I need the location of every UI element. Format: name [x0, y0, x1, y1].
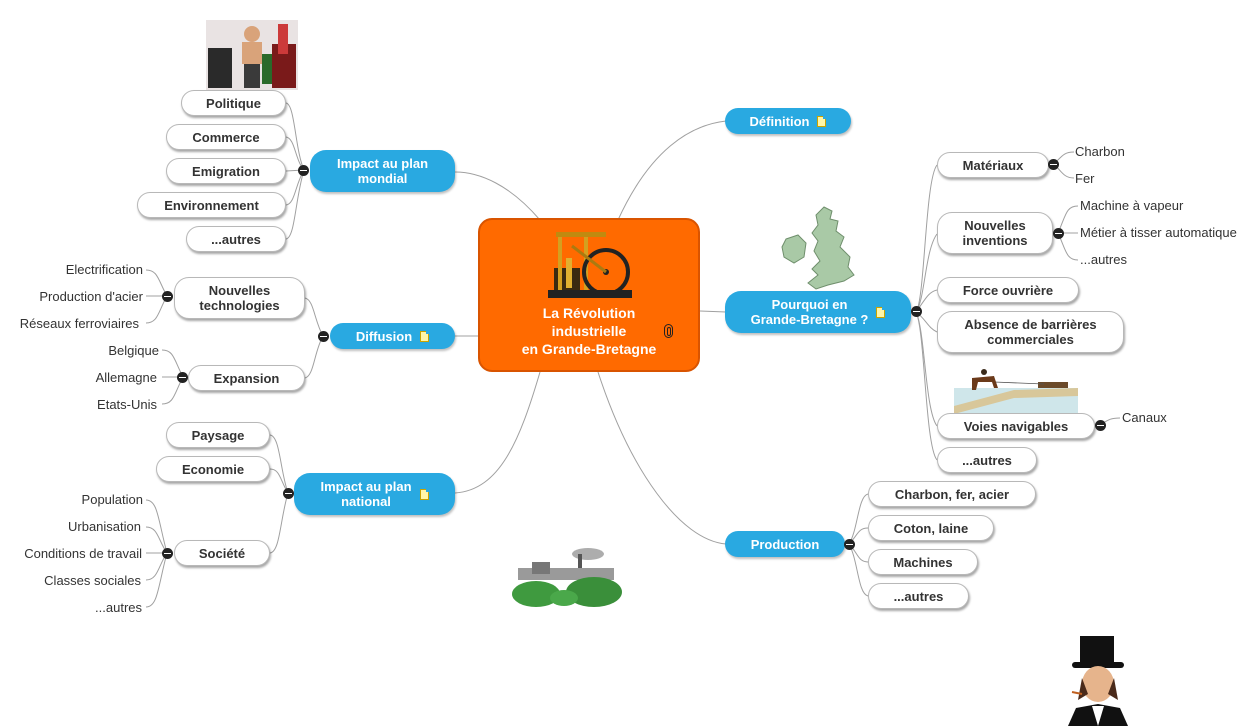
leaf-metier-a-tisser[interactable]: Métier à tisser automatique	[1080, 225, 1237, 240]
central-topic[interactable]: La Révolution industrielle en Grande-Bre…	[478, 218, 700, 372]
note-icon[interactable]	[420, 330, 430, 342]
canal-horse-barge-illustration	[954, 369, 1078, 414]
node-force-ouvriere[interactable]: Force ouvrière	[937, 277, 1079, 303]
node-economie[interactable]: Economie	[156, 456, 270, 482]
node-paysage[interactable]: Paysage	[166, 422, 270, 448]
node-environnement[interactable]: Environnement	[137, 192, 286, 218]
node-nouvelles-technologies-label: Nouvelles technologies	[199, 283, 280, 313]
node-mondial-autres-label: ...autres	[211, 231, 261, 247]
collapse-toggle-technologies[interactable]	[162, 291, 173, 302]
leaf-conditions-travail[interactable]: Conditions de travail	[24, 546, 142, 561]
node-commerce-label: Commerce	[192, 129, 260, 145]
leaf-allemagne[interactable]: Allemagne	[95, 370, 157, 385]
node-voies-navigables-label: Voies navigables	[963, 418, 1069, 434]
node-societe[interactable]: Société	[174, 540, 270, 566]
node-materiaux-label: Matériaux	[962, 157, 1024, 173]
note-icon[interactable]	[876, 306, 886, 318]
leaf-classes-sociales[interactable]: Classes sociales	[44, 573, 141, 588]
node-coton-laine[interactable]: Coton, laine	[868, 515, 994, 541]
node-absence-barrieres-label: Absence de barrières commerciales	[964, 317, 1097, 347]
branch-definition-label: Définition	[749, 113, 810, 129]
branch-production-label: Production	[750, 536, 820, 552]
branch-impact-mondial[interactable]: Impact au plan mondial	[310, 150, 455, 192]
collapse-toggle-expansion[interactable]	[177, 372, 188, 383]
branch-impact-national-label: Impact au plan national	[320, 479, 412, 509]
top-hat-gentleman-illustration	[1068, 636, 1128, 726]
branch-production[interactable]: Production	[725, 531, 845, 557]
branch-diffusion[interactable]: Diffusion	[330, 323, 455, 349]
leaf-production-acier[interactable]: Production d'acier	[39, 289, 143, 304]
leaf-inventions-autres[interactable]: ...autres	[1080, 252, 1127, 267]
node-politique[interactable]: Politique	[181, 90, 286, 116]
branch-definition[interactable]: Définition	[725, 108, 851, 134]
leaf-charbon[interactable]: Charbon	[1075, 144, 1125, 159]
leaf-machine-a-vapeur[interactable]: Machine à vapeur	[1080, 198, 1184, 213]
branch-diffusion-label: Diffusion	[355, 328, 413, 344]
branch-impact-national[interactable]: Impact au plan national	[294, 473, 455, 515]
collapse-toggle-impact-mondial[interactable]	[298, 165, 309, 176]
leaf-population[interactable]: Population	[81, 492, 143, 507]
node-environnement-label: Environnement	[164, 197, 259, 213]
node-voies-navigables[interactable]: Voies navigables	[937, 413, 1095, 439]
branch-pourquoi-label: Pourquoi en Grande-Bretagne ?	[750, 297, 869, 327]
node-expansion[interactable]: Expansion	[188, 365, 305, 391]
leaf-electrification[interactable]: Electrification	[65, 262, 143, 277]
leaf-etats-unis[interactable]: Etats-Unis	[97, 397, 157, 412]
node-machines[interactable]: Machines	[868, 549, 978, 575]
collapse-toggle-societe[interactable]	[162, 548, 173, 559]
collapse-toggle-production[interactable]	[844, 539, 855, 550]
leaf-belgique[interactable]: Belgique	[108, 343, 159, 358]
leaf-canaux[interactable]: Canaux	[1122, 410, 1167, 425]
great-britain-map-illustration	[781, 206, 855, 290]
node-charbon-fer-acier[interactable]: Charbon, fer, acier	[868, 481, 1036, 507]
note-icon[interactable]	[419, 488, 429, 500]
node-production-autres-label: ...autres	[893, 588, 944, 604]
node-paysage-label: Paysage	[191, 427, 245, 443]
collapse-toggle-inventions[interactable]	[1053, 228, 1064, 239]
steam-engine-illustration	[548, 232, 632, 298]
collapse-toggle-impact-national[interactable]	[283, 488, 294, 499]
node-pourquoi-autres[interactable]: ...autres	[937, 447, 1037, 473]
industrialist-figure-illustration	[206, 20, 298, 90]
branch-impact-mondial-label: Impact au plan mondial	[336, 156, 429, 186]
node-machines-label: Machines	[893, 554, 953, 570]
node-mondial-autres[interactable]: ...autres	[186, 226, 286, 252]
node-societe-label: Société	[198, 545, 246, 561]
leaf-fer[interactable]: Fer	[1075, 171, 1095, 186]
node-materiaux[interactable]: Matériaux	[937, 152, 1049, 178]
factory-landscape-illustration	[512, 548, 622, 607]
central-topic-title: La Révolution industrielle en Grande-Bre…	[521, 305, 657, 357]
leaf-urbanisation[interactable]: Urbanisation	[68, 519, 141, 534]
attachment-icon[interactable]	[664, 324, 673, 338]
node-absence-barrieres[interactable]: Absence de barrières commerciales	[937, 311, 1124, 353]
collapse-toggle-pourquoi[interactable]	[911, 306, 922, 317]
node-expansion-label: Expansion	[213, 370, 280, 386]
leaf-societe-autres[interactable]: ...autres	[95, 600, 142, 615]
node-emigration[interactable]: Emigration	[166, 158, 286, 184]
node-nouvelles-inventions[interactable]: Nouvelles inventions	[937, 212, 1053, 254]
node-nouvelles-inventions-label: Nouvelles inventions	[962, 218, 1028, 248]
node-emigration-label: Emigration	[192, 163, 260, 179]
node-nouvelles-technologies[interactable]: Nouvelles technologies	[174, 277, 305, 319]
leaf-reseaux-ferroviaires[interactable]: Réseaux ferroviaires	[19, 316, 139, 331]
node-coton-laine-label: Coton, laine	[893, 520, 969, 536]
node-economie-label: Economie	[181, 461, 245, 477]
collapse-toggle-diffusion[interactable]	[318, 331, 329, 342]
branch-pourquoi[interactable]: Pourquoi en Grande-Bretagne ?	[725, 291, 911, 333]
collapse-toggle-materiaux[interactable]	[1048, 159, 1059, 170]
node-politique-label: Politique	[206, 95, 261, 111]
collapse-toggle-voies[interactable]	[1095, 420, 1106, 431]
node-force-ouvriere-label: Force ouvrière	[962, 282, 1054, 298]
node-production-autres[interactable]: ...autres	[868, 583, 969, 609]
node-pourquoi-autres-label: ...autres	[962, 452, 1012, 468]
node-charbon-fer-acier-label: Charbon, fer, acier	[894, 486, 1010, 502]
note-icon[interactable]	[817, 115, 827, 127]
node-commerce[interactable]: Commerce	[166, 124, 286, 150]
